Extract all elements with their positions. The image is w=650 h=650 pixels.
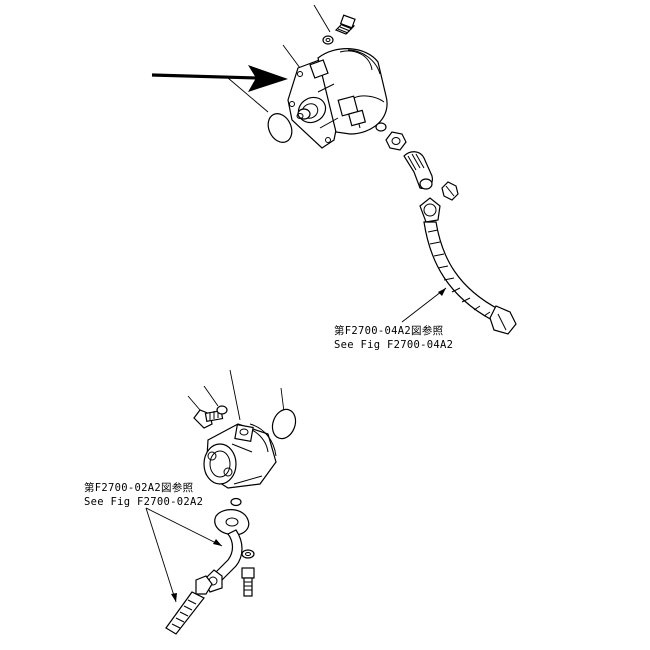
lower-small-o-ring bbox=[230, 497, 242, 507]
lower-bolt bbox=[193, 409, 224, 429]
lower-pipe bbox=[203, 509, 250, 593]
lower-o-ring bbox=[271, 408, 297, 440]
arrow-right-icon bbox=[151, 65, 288, 92]
lower-ref-line1: 第F2700-02A2図参照 bbox=[84, 481, 194, 494]
lower-hose bbox=[165, 575, 213, 635]
upper-leader-lines bbox=[227, 4, 331, 113]
lower-washer bbox=[216, 405, 228, 415]
lower-pipe-washer bbox=[241, 549, 255, 559]
upper-bolt bbox=[334, 14, 356, 35]
upper-pump bbox=[287, 48, 388, 149]
upper-ref-line2: See Fig F2700-04A2 bbox=[334, 339, 453, 351]
lower-ref-line2: See Fig F2700-02A2 bbox=[84, 496, 203, 508]
upper-small-o-ring bbox=[375, 122, 387, 132]
upper-ref-line1: 第F2700-04A2図参照 bbox=[334, 324, 444, 337]
upper-elbow bbox=[403, 151, 433, 190]
upper-ref-leader bbox=[401, 287, 447, 323]
upper-washer bbox=[322, 35, 334, 45]
upper-o-ring bbox=[267, 113, 293, 143]
upper-hose bbox=[419, 197, 517, 335]
lower-pipe-bolt bbox=[241, 567, 255, 597]
upper-nut bbox=[385, 131, 407, 151]
lower-leader-lines bbox=[187, 369, 285, 421]
lower-pump bbox=[203, 423, 277, 489]
lower-ref-leaders bbox=[145, 507, 223, 603]
upper-adapter bbox=[441, 181, 459, 201]
